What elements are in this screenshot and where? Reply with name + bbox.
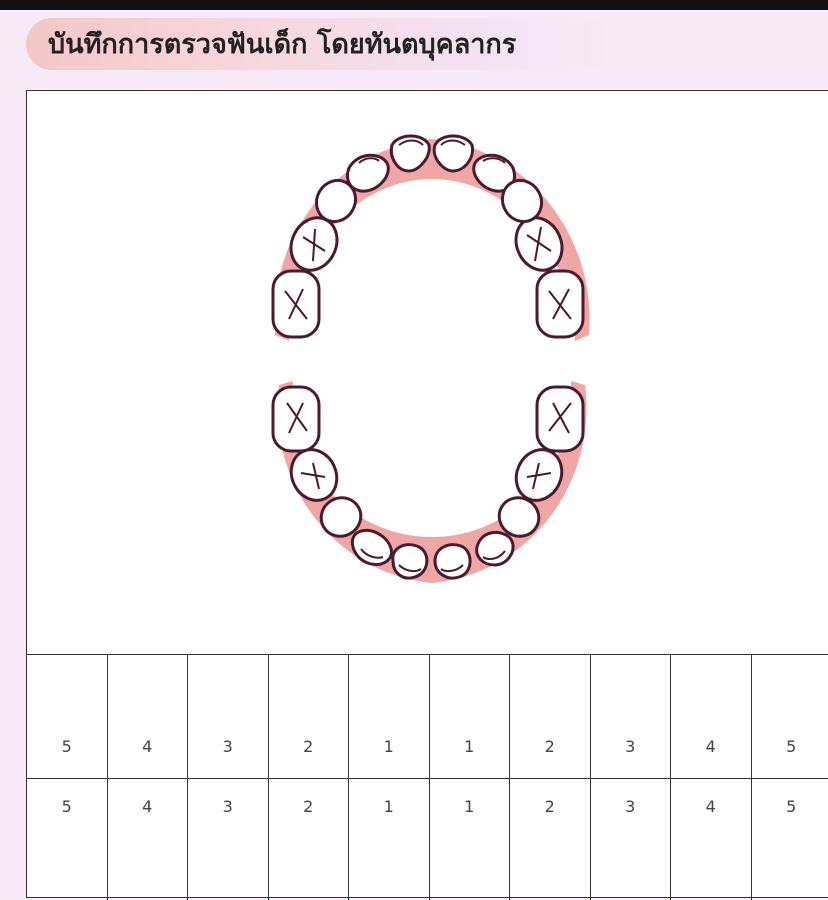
tooth-cell[interactable]: 2 (269, 779, 350, 900)
tooth-number: 2 (510, 737, 590, 756)
tooth-cell[interactable]: 3 (188, 655, 269, 778)
top-bar (0, 0, 828, 10)
tooth-cell[interactable]: 4 (108, 779, 189, 900)
lower-left-incisor-1 (435, 545, 470, 578)
tooth-number: 3 (188, 797, 268, 816)
tooth-cell[interactable]: 2 (510, 779, 591, 900)
tooth-cell[interactable]: 3 (591, 655, 672, 778)
tooth-cell[interactable]: 4 (108, 655, 189, 778)
tooth-cell[interactable]: 1 (430, 779, 511, 900)
tooth-number: 2 (269, 797, 349, 816)
tooth-number: 4 (671, 737, 751, 756)
tooth-number: 3 (591, 797, 671, 816)
tooth-number: 1 (349, 737, 429, 756)
tooth-number: 4 (108, 737, 188, 756)
page-title: บันทึกการตรวจฟันเด็ก โดยทันตบุคลากร (48, 22, 516, 65)
tooth-number: 5 (752, 797, 828, 816)
tooth-cell[interactable]: 5 (27, 779, 108, 900)
tooth-cell[interactable]: 4 (671, 655, 752, 778)
upper-right-molar-2 (273, 271, 319, 337)
tooth-number: 3 (591, 737, 671, 756)
tooth-cell[interactable]: 5 (27, 655, 108, 778)
tooth-number: 1 (430, 797, 510, 816)
tooth-cell[interactable]: 2 (510, 655, 591, 778)
tooth-number: 1 (349, 797, 429, 816)
tooth-number: 5 (27, 737, 107, 756)
tooth-cell[interactable]: 2 (269, 655, 350, 778)
upper-left-molar-2 (537, 271, 583, 337)
tooth-number: 1 (430, 737, 510, 756)
lower-left-molar-2 (537, 387, 583, 451)
tooth-number: 5 (27, 797, 107, 816)
tooth-cell[interactable]: 5 (752, 655, 828, 778)
tooth-cell[interactable]: 3 (188, 779, 269, 900)
tooth-cell[interactable]: 5 (752, 779, 828, 900)
tooth-cell[interactable]: 3 (591, 779, 672, 900)
tooth-number: 4 (671, 797, 751, 816)
tooth-number: 5 (752, 737, 828, 756)
tooth-cell[interactable]: 1 (349, 779, 430, 900)
lower-left-incisor-2 (477, 532, 513, 565)
tooth-number: 2 (269, 737, 349, 756)
tooth-number: 3 (188, 737, 268, 756)
tooth-number: 4 (108, 797, 188, 816)
tooth-cell[interactable]: 1 (349, 655, 430, 778)
lower-right-molar-2 (273, 387, 319, 451)
lower-right-incisor-1 (393, 545, 427, 578)
teeth-diagram (27, 91, 828, 651)
tooth-cell[interactable]: 4 (671, 779, 752, 900)
tooth-number: 2 (510, 797, 590, 816)
tooth-cell[interactable]: 1 (430, 655, 511, 778)
